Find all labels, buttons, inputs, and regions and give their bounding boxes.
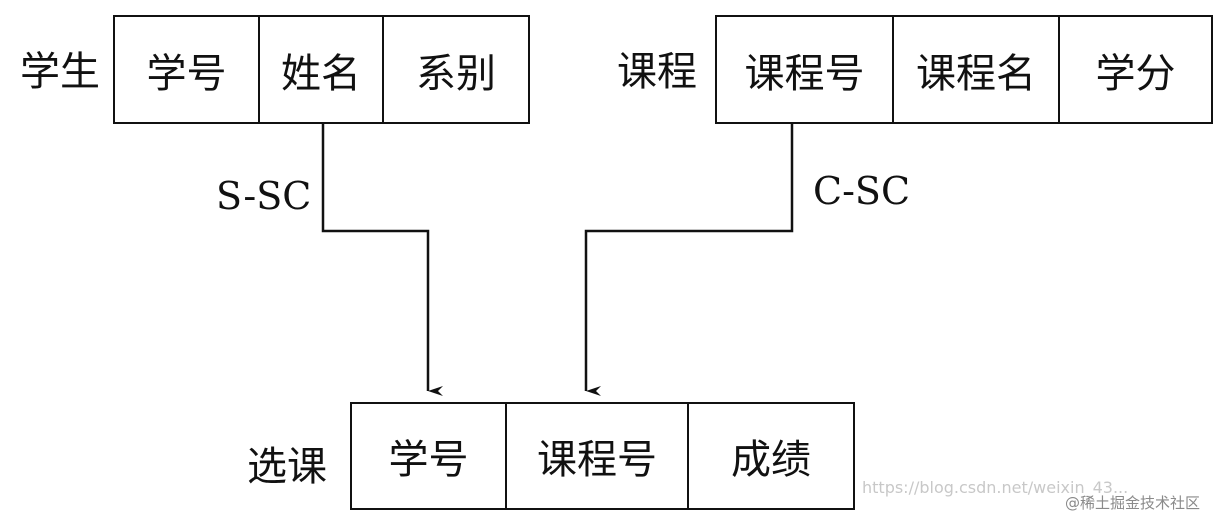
student-table-label: 学生 [20,49,100,95]
course-field-credit: 学分 [1058,17,1211,122]
course-table-label: 课程 [617,49,697,95]
c-sc-arrow [584,123,794,396]
c-sc-label: C-SC [813,169,911,213]
course-field-id: 课程号 [744,50,865,97]
student-field-dept: 系别 [382,17,528,122]
student-field-name: 姓名 [258,17,382,122]
student-field-id: 学号 [146,50,227,97]
enrollment-field-grade: 成绩 [687,404,853,508]
enrollment-table: 学号 课程号 成绩 [350,402,855,510]
student-table: 学号 姓名 系别 [113,15,530,124]
course-field-name: 课程名 [892,17,1058,122]
credit-watermark: @稀土掘金技术社区 [1065,494,1201,512]
url-watermark: https://blog.csdn.net/weixin_43... [862,478,1129,497]
s-sc-arrow [321,123,443,396]
enrollment-field-course-id: 课程号 [505,404,687,508]
enrollment-table-label: 选课 [247,444,327,490]
enrollment-field-student-id: 学号 [388,437,469,483]
s-sc-label: S-SC [216,174,312,218]
course-table: 课程号 课程名 学分 [715,15,1213,124]
